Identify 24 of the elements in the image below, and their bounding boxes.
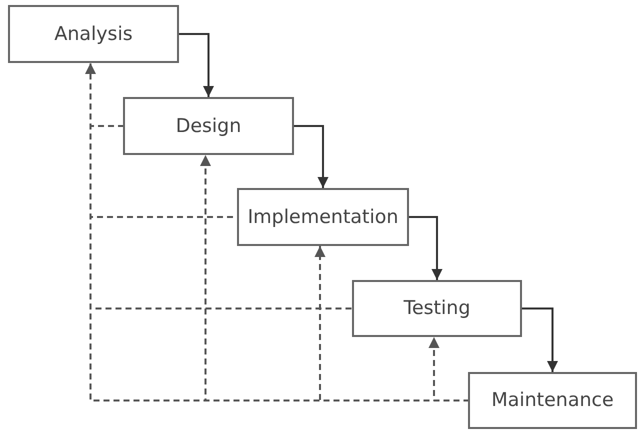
dashed-line [90, 217, 92, 308]
stage-label: Design [176, 114, 242, 138]
flow-arrow [522, 308, 558, 372]
stage-box [468, 372, 637, 429]
dashed-line [204, 400, 320, 402]
flow-arrow [179, 33, 214, 97]
dashed-arrow [200, 155, 211, 400]
flow-arrow [294, 125, 328, 188]
stage-box [237, 188, 409, 246]
dashed-line [90, 308, 92, 400]
stage-box [8, 5, 179, 63]
dashed-line [90, 125, 123, 127]
stage-label: Testing [404, 297, 470, 320]
dashed-line [90, 126, 92, 217]
dashed-arrow [314, 246, 326, 400]
stage-box [352, 280, 522, 337]
stage-label: Maintenance [491, 389, 614, 412]
stage-label: Implementation [248, 206, 398, 228]
stage-box [123, 97, 294, 155]
dashed-arrow [428, 337, 440, 400]
dashed-line [433, 400, 468, 402]
stage-label: Analysis [54, 22, 133, 46]
dashed-arrow [85, 63, 96, 126]
flow-arrow [409, 216, 442, 280]
